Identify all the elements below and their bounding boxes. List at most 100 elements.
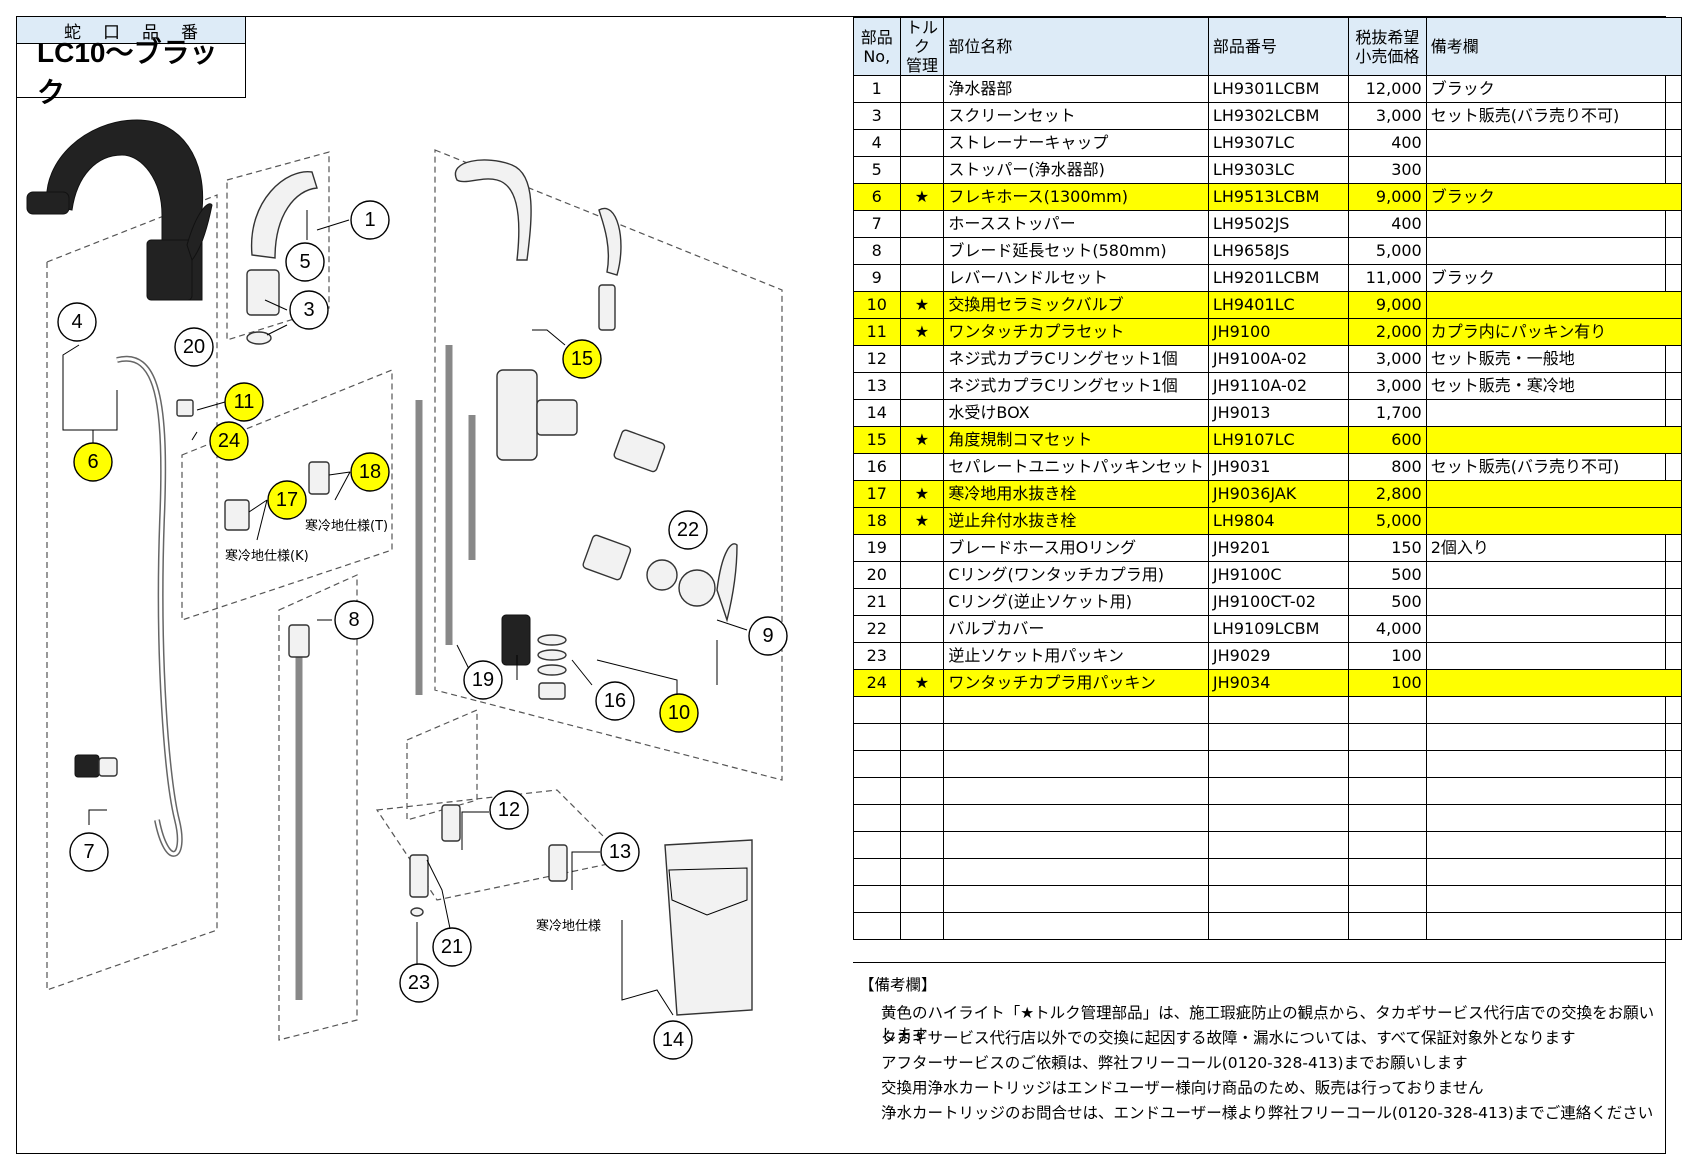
note-line: 交換用浄水カートリッジはエンドユーザー様向け商品のため、販売は行っておりません (881, 1079, 1484, 1097)
callout-9: 9 (748, 616, 788, 656)
callout-21: 21 (432, 927, 472, 967)
header-price-text: 税抜希望 小売価格 (1355, 27, 1420, 66)
empty-row (853, 804, 1682, 832)
empty-cell (853, 804, 901, 832)
cell-no: 16 (853, 453, 901, 481)
cell-star (899, 372, 945, 400)
callout-number: 17 (276, 489, 298, 511)
cell-price: 150 (1347, 534, 1427, 562)
packing-icon (537, 634, 567, 646)
cell-no: 18 (853, 507, 901, 535)
callout-10: 10 (659, 693, 699, 733)
callout-number: 18 (359, 461, 381, 483)
callout-number: 24 (218, 430, 240, 452)
callout-number: 14 (662, 1029, 684, 1051)
cell-remark (1425, 129, 1682, 157)
callout-number: 6 (87, 451, 98, 473)
cell-part: LH9804 (1207, 507, 1349, 535)
callout-circle (174, 327, 214, 367)
cell-remark (1425, 669, 1682, 697)
cell-name: バルブカバー (943, 615, 1209, 643)
empty-cell (1347, 831, 1427, 859)
cell-name: レバーハンドルセット (943, 264, 1209, 292)
empty-row (853, 750, 1682, 778)
cell-name: 寒冷地用水抜き栓 (943, 480, 1209, 508)
note-line: 浄水カートリッジのお問合せは、エンドユーザー様より弊社フリーコール(0120-3… (881, 1104, 1654, 1122)
empty-cell (943, 696, 1209, 724)
cell-star (899, 642, 945, 670)
cell-part: LH9107LC (1207, 426, 1349, 454)
cell-remark (1425, 561, 1682, 589)
check-socket-icon (409, 854, 429, 898)
empty-cell (853, 831, 901, 859)
cell-price: 2,000 (1347, 318, 1427, 346)
cell-no: 21 (853, 588, 901, 616)
separate-unit-icon (501, 614, 531, 666)
model-box: 蛇口品番 LC10～ブラック (16, 16, 246, 108)
variant-label-t: 寒冷地仕様(T) (305, 518, 388, 534)
empty-cell (1347, 750, 1427, 778)
empty-cell (853, 858, 901, 886)
cell-star (899, 561, 945, 589)
cell-star: ★ (899, 318, 945, 346)
cell-name: ストッパー(浄水器部) (943, 156, 1209, 184)
boundary-extension (278, 574, 358, 1041)
cell-no: 5 (853, 156, 901, 184)
callout-circle (57, 302, 97, 342)
empty-cell (1347, 804, 1427, 832)
cell-price: 3,000 (1347, 345, 1427, 373)
callout-19: 19 (463, 660, 503, 700)
empty-cell (1425, 777, 1682, 805)
cell-no: 22 (853, 615, 901, 643)
note-line: タカギサービス代行店以外での交換に起因する故障・漏水については、すべて保証対象外… (881, 1029, 1576, 1047)
cell-star (899, 264, 945, 292)
cell-name: 水受けBOX (943, 399, 1209, 427)
cell-name: 浄水器部 (943, 75, 1209, 103)
callout-number: 20 (183, 336, 205, 358)
cell-star (899, 615, 945, 643)
callout-8: 8 (334, 600, 374, 640)
callout-22: 22 (668, 510, 708, 550)
cell-remark (1425, 615, 1682, 643)
header-name: 部位名称 (943, 17, 1209, 76)
cell-name: ブレード延長セット(580mm) (943, 237, 1209, 265)
empty-cell (899, 696, 945, 724)
empty-cell (1425, 804, 1682, 832)
callout-number: 1 (364, 209, 375, 231)
cell-part: JH9110A-02 (1207, 372, 1349, 400)
empty-cell (1425, 723, 1682, 751)
header-part-number: 部品番号 (1207, 17, 1349, 76)
cell-price: 400 (1347, 210, 1427, 238)
callout-23: 23 (399, 963, 439, 1003)
callout-circle (350, 200, 390, 240)
cell-remark (1425, 210, 1682, 238)
cell-star (899, 237, 945, 265)
cell-no: 19 (853, 534, 901, 562)
cell-part: LH9201LCBM (1207, 264, 1349, 292)
cell-name: ストレーナーキャップ (943, 129, 1209, 157)
cell-price: 800 (1347, 453, 1427, 481)
screw-coupler-general-icon (441, 804, 461, 842)
cell-star (899, 534, 945, 562)
cell-name: ネジ式カプラCリングセット1個 (943, 345, 1209, 373)
empty-cell (899, 858, 945, 886)
empty-cell (853, 723, 901, 751)
cell-part: JH9013 (1207, 399, 1349, 427)
callout-5: 5 (285, 242, 325, 282)
cell-no: 1 (853, 75, 901, 103)
empty-cell (1347, 723, 1427, 751)
callout-circle (224, 382, 264, 422)
header-no-text: 部品 No, (860, 27, 893, 66)
callout-circle (659, 693, 699, 733)
header-torque-text: トルク 管理 (905, 18, 938, 75)
empty-cell (899, 912, 945, 940)
variant-label-k: 寒冷地仕様(K) (225, 548, 309, 564)
